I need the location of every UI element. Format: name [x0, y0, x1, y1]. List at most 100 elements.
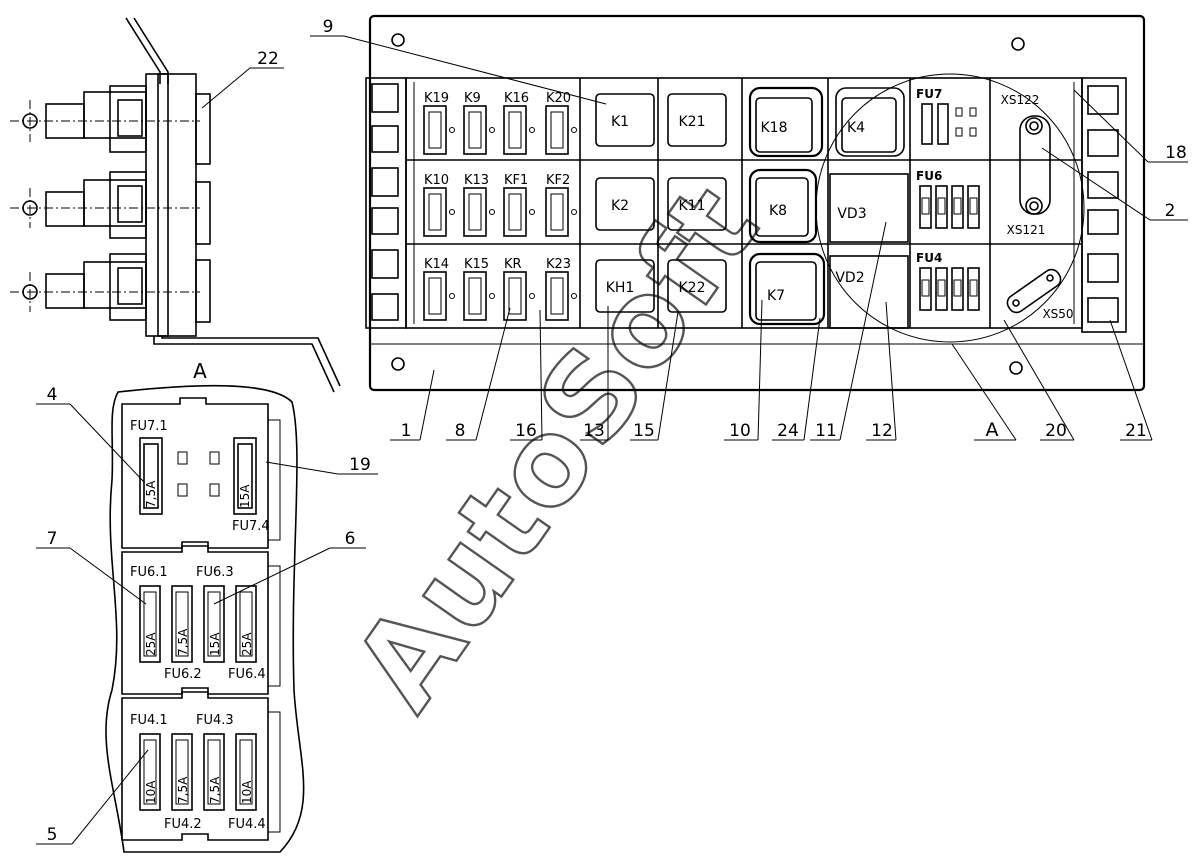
callout-label: 1: [401, 421, 412, 441]
fu7-rating-left: 7,5A: [144, 480, 158, 508]
mini-relay-body: [463, 271, 487, 321]
mini-relay-dot: [529, 209, 535, 215]
fuse-block-fu4: FU4: [916, 251, 942, 265]
callout-a: A: [951, 343, 1017, 441]
detail-fuse: [203, 585, 225, 663]
mini-relay-label: K16: [504, 91, 529, 106]
mini-relay-dot: [571, 209, 577, 215]
mini-relay-body: [423, 105, 447, 155]
fu4-label-2: FU4.2: [164, 817, 202, 832]
callout-label: 2: [1165, 201, 1176, 221]
mini-relay-dot: [571, 127, 577, 133]
fuse-element: [969, 279, 978, 297]
fuse-element: [921, 279, 930, 297]
rounded-relays: K18 K4 K8 K7: [748, 86, 905, 326]
detail-view-a: FU7.1 FU7.4 7,5A 15A FU6.1 FU6.3 FU6.2 F…: [105, 384, 305, 853]
detail-fuse: [139, 733, 161, 811]
mini-relay-dot: [489, 127, 495, 133]
callout-label: 16: [515, 421, 537, 441]
mini-relay-dot: [489, 293, 495, 299]
diode-blocks: VD3 VD2: [829, 173, 909, 329]
big-relay-label: K1: [611, 114, 629, 130]
mini-relay-contact: [428, 111, 442, 149]
callout-15: 15: [630, 311, 679, 441]
detail-fuse: [235, 733, 257, 811]
callout-label: 6: [345, 529, 356, 549]
detail-fuse: [139, 585, 161, 663]
fuse-slot: [919, 185, 932, 229]
mini-relay-contact: [508, 111, 522, 149]
fu4-label-4: FU4.4: [228, 817, 266, 832]
callout-4: 4: [36, 385, 145, 483]
connector-xs50: XS50: [1006, 268, 1074, 321]
detail-fuse: [203, 733, 225, 811]
detail-fuse-rating: 7,5A: [208, 776, 222, 804]
side-view-assembly: [10, 17, 341, 393]
fu6-label-1: FU6.1: [130, 565, 168, 580]
callout-label: 13: [583, 421, 605, 441]
fuse-slot: [967, 185, 980, 229]
relay-k7: K7: [767, 288, 785, 304]
mini-relay-label: K15: [464, 257, 489, 272]
detail-view-circle: [815, 73, 1085, 343]
callout-label: 12: [871, 421, 893, 441]
detail-fuse-inner: [175, 591, 189, 657]
fuse-element: [937, 197, 946, 215]
fu7-rating-right: 15A: [238, 484, 252, 508]
callout-21: 21: [1109, 319, 1153, 441]
callout-9: 9: [310, 17, 607, 105]
detail-fuse: [171, 733, 193, 811]
fuse-slot: [935, 267, 948, 311]
callout-label: 9: [323, 17, 334, 37]
mini-relay-contact: [550, 193, 564, 231]
big-relay-box: [667, 93, 727, 147]
detail-fuse-rating: 10A: [144, 780, 158, 804]
big-relay-label: K22: [679, 280, 706, 296]
callout-18: 18: [1073, 89, 1188, 163]
detail-fuse-rating: 7,5A: [176, 776, 190, 804]
fu6-label-2: FU6.2: [164, 667, 202, 682]
mini-relay-contact: [428, 193, 442, 231]
mini-relay-body: [423, 271, 447, 321]
relay-k8: K8: [769, 203, 787, 219]
callout-20: 20: [1003, 319, 1075, 441]
big-relay-box: [595, 177, 655, 231]
callout-label: 15: [633, 421, 655, 441]
callout-7: 7: [36, 529, 147, 605]
side-relay-top: [10, 85, 200, 153]
fu4-label-3: FU4.3: [196, 713, 234, 728]
mini-relay-body: [503, 105, 527, 155]
callout-label: 5: [47, 825, 58, 845]
mini-relay-label: K10: [424, 173, 449, 188]
detail-fuse-inner: [207, 591, 221, 657]
big-relay-box: [667, 259, 727, 313]
fuse-socket: [969, 107, 977, 117]
mini-relay-label: K9: [464, 91, 481, 106]
detail-fuse-inner: [239, 591, 253, 657]
fuse-slot: [951, 267, 964, 311]
mini-relay-body: [545, 187, 569, 237]
mini-relay-contact: [550, 277, 564, 315]
big-relay-label: K2: [611, 198, 629, 214]
big-relay-label: K11: [679, 198, 706, 214]
fuse-block-fu7: FU7: [916, 87, 942, 101]
connector-xs122: XS122: [1001, 93, 1040, 107]
mini-relay-label: K19: [424, 91, 449, 106]
callout-label: 22: [257, 49, 279, 69]
mini-relay-contact: [508, 277, 522, 315]
detail-fuse-rating: 10A: [240, 780, 254, 804]
mini-relay-contact: [468, 193, 482, 231]
mini-relay-dot: [529, 127, 535, 133]
mini-relay-body: [503, 271, 527, 321]
mini-relay-label: K14: [424, 257, 449, 272]
callout-16: 16: [510, 309, 543, 441]
mini-relay-label: K23: [546, 257, 571, 272]
fuse-blocks: FU7 FU6 FU4: [916, 87, 980, 311]
callout-24: 24: [772, 317, 821, 441]
fuse-slot: [967, 267, 980, 311]
detail-fuse-inner: [175, 739, 189, 805]
detail-fu7: FU7.1 FU7.4 7,5A 15A: [130, 419, 270, 534]
